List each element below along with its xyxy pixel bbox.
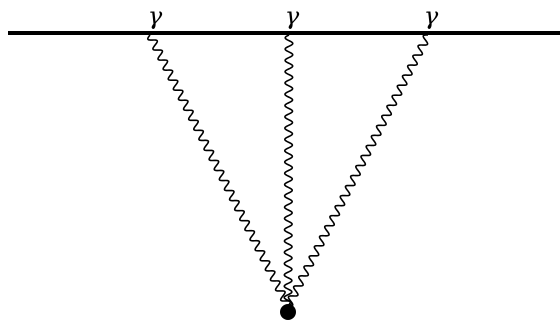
photon-label-middle: γ — [285, 2, 300, 30]
vertex-dot — [280, 304, 296, 320]
photon-line-left — [146, 34, 292, 307]
photon-label-right: γ — [424, 2, 439, 30]
photon-label-left: γ — [148, 2, 163, 30]
photon-line-middle — [283, 34, 294, 307]
photon-line-right — [287, 34, 429, 307]
